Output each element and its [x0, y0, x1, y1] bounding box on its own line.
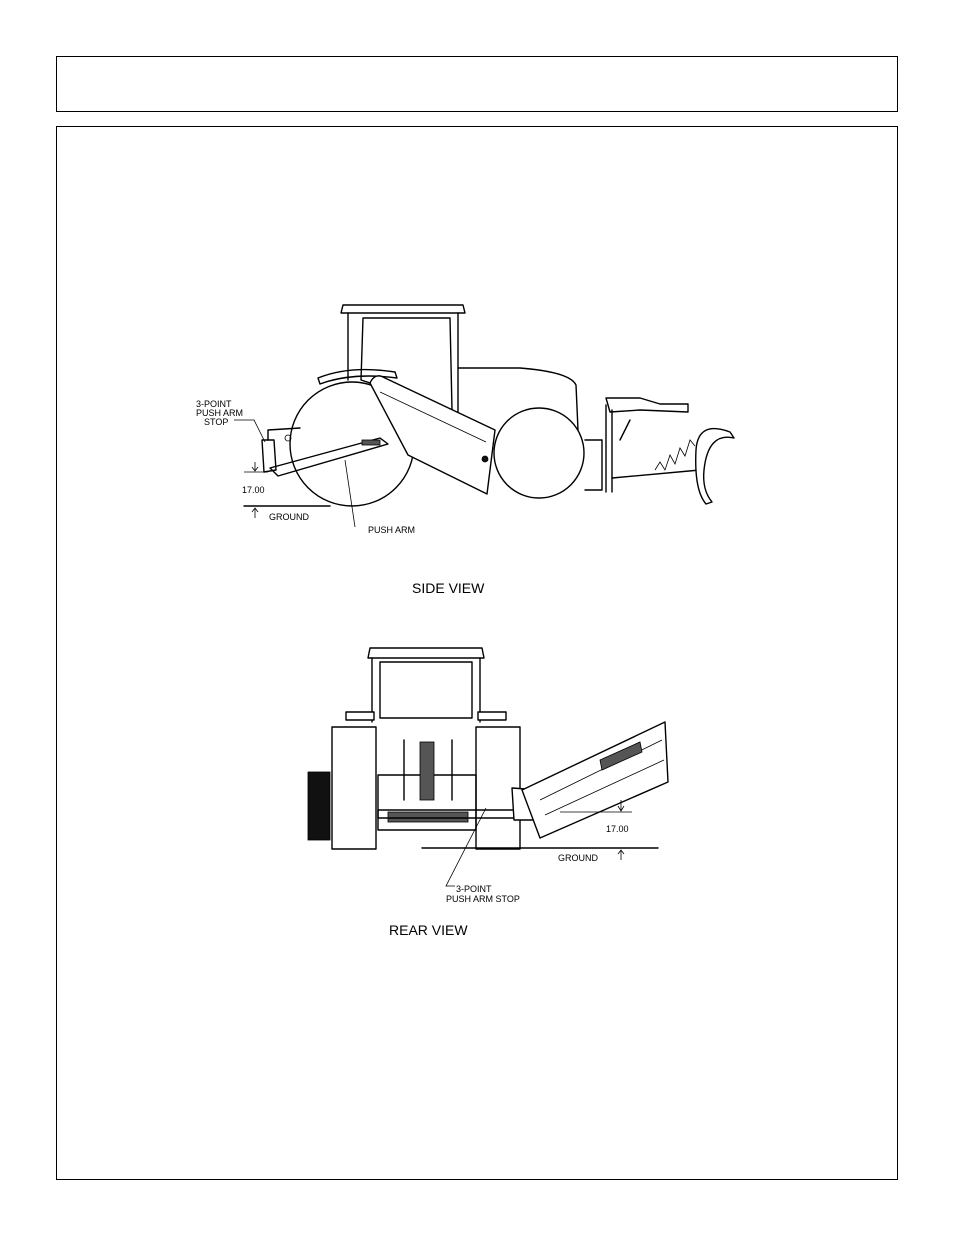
rear-cab-posts	[372, 658, 480, 722]
left-wing-stub	[308, 772, 330, 840]
lift-cylinder	[620, 420, 630, 440]
spring	[655, 440, 695, 470]
drawbar	[388, 812, 468, 822]
rear-view-caption: REAR VIEW	[389, 922, 468, 938]
mount-post	[606, 405, 612, 492]
rear-cab-window	[380, 662, 472, 718]
side-height-dim: 17.00	[242, 485, 265, 495]
top-link	[606, 398, 688, 412]
rear-ground-label: GROUND	[558, 853, 598, 863]
rear-stop-label-2: PUSH ARM STOP	[446, 894, 520, 904]
side-view-drawing	[234, 305, 734, 527]
front-wheel	[494, 408, 584, 498]
rear-height-dim: 17.00	[606, 824, 629, 834]
top-link-rear	[420, 742, 434, 800]
left-fender	[346, 712, 374, 720]
lower-arm	[612, 470, 700, 478]
side-ground-label: GROUND	[269, 512, 309, 522]
wing-pin	[482, 456, 488, 462]
stop-leader	[234, 420, 265, 442]
rear-stop-label-1: 3-POINT	[456, 884, 492, 894]
rear-cab-roof	[368, 648, 484, 658]
side-dim-arrow-bottom	[252, 508, 258, 518]
front-frame	[585, 440, 602, 490]
side-dim-arrow-top	[252, 462, 258, 471]
push-arm-clamp	[362, 440, 380, 445]
side-blade	[696, 429, 734, 504]
cab-roof	[341, 305, 465, 313]
rear-dim-arrow-bottom	[618, 850, 624, 860]
right-fender	[478, 712, 506, 720]
push-arm-label: PUSH ARM	[368, 525, 415, 535]
side-view-caption: SIDE VIEW	[412, 580, 485, 596]
left-rear-tire	[332, 727, 376, 849]
side-stop-label-3: STOP	[204, 417, 228, 427]
rear-blade	[522, 722, 668, 838]
rear-view-drawing	[308, 648, 668, 886]
